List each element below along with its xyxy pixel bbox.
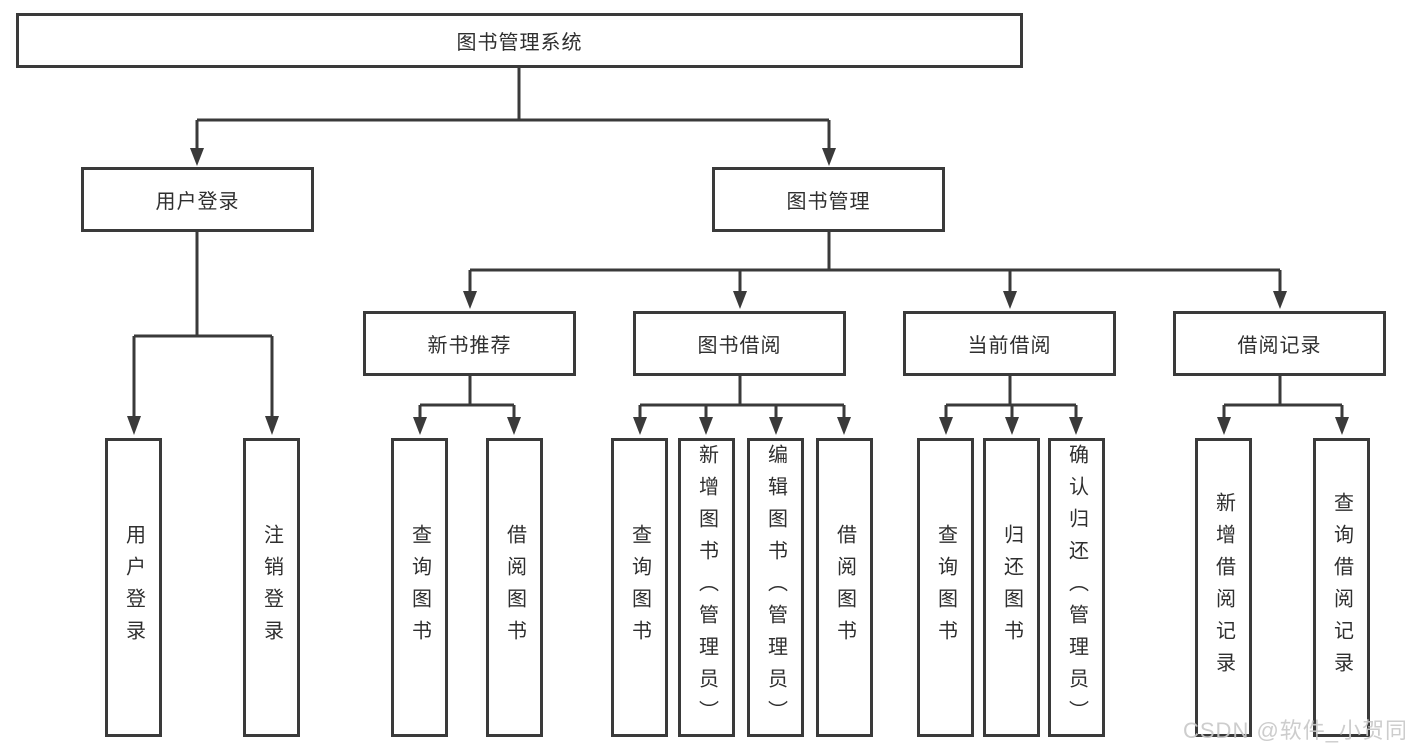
node-user-login: 用户登录 bbox=[81, 167, 314, 232]
node-book-borrow: 图书借阅 bbox=[633, 311, 846, 376]
leaf-confirm-return-admin: 确认归还（管理员） bbox=[1048, 438, 1105, 737]
node-root: 图书管理系统 bbox=[16, 13, 1023, 68]
leaf-borrow-query-books: 查询图书 bbox=[611, 438, 668, 737]
leaf-add-books-admin: 新增图书（管理员） bbox=[678, 438, 735, 737]
leaf-borrow-books: 借阅图书 bbox=[816, 438, 873, 737]
node-new-book-recommend: 新书推荐 bbox=[363, 311, 576, 376]
leaf-recommend-borrow-books: 借阅图书 bbox=[486, 438, 543, 737]
leaf-return-books: 归还图书 bbox=[983, 438, 1040, 737]
arrowheads bbox=[127, 148, 1349, 435]
leaf-user-login: 用户登录 bbox=[105, 438, 162, 737]
leaf-recommend-query-books: 查询图书 bbox=[391, 438, 448, 737]
leaf-edit-books-admin: 编辑图书（管理员） bbox=[747, 438, 804, 737]
leaf-logout: 注销登录 bbox=[243, 438, 300, 737]
leaf-add-borrow-record: 新增借阅记录 bbox=[1195, 438, 1252, 737]
node-current-borrow: 当前借阅 bbox=[903, 311, 1116, 376]
leaf-query-borrow-record: 查询借阅记录 bbox=[1313, 438, 1370, 737]
node-book-management: 图书管理 bbox=[712, 167, 945, 232]
csdn-watermark: CSDN @软件_小贺同学 bbox=[1183, 718, 1405, 743]
leaf-current-query-books: 查询图书 bbox=[917, 438, 974, 737]
node-borrow-records: 借阅记录 bbox=[1173, 311, 1386, 376]
